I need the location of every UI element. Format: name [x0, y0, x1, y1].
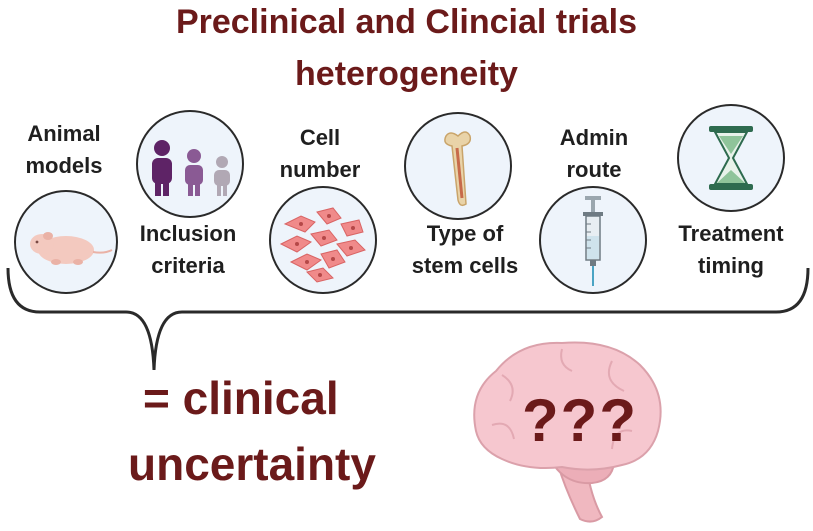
brain-icon: [473, 341, 662, 523]
factor-label-line-2: route: [566, 157, 622, 182]
people-icon: [136, 110, 244, 218]
factor-label-line-2: number: [279, 157, 361, 182]
mouse-icon: [14, 190, 118, 294]
factor-label-line-1: Admin: [559, 125, 629, 150]
title-line-2: heterogeneity: [295, 55, 518, 93]
factor-label-line-1: Treatment: [678, 221, 784, 246]
factor-label-line-1: Type of: [426, 221, 504, 246]
brain-question-marks: ???: [522, 387, 638, 454]
factor-label-line-2: criteria: [151, 253, 225, 278]
factor-type-of-stem-cells: Type of stem cells: [404, 218, 526, 282]
cells-icon: [269, 186, 377, 294]
factor-label-line-2: models: [25, 153, 103, 178]
factor-cell-number: Cell number: [268, 122, 372, 186]
result-line-1: = clinical: [143, 372, 339, 424]
factor-label-line-1: Animal: [27, 121, 101, 146]
title-line-1: Preclinical and Clincial trials: [175, 3, 638, 41]
factor-label-line-2: timing: [698, 253, 764, 278]
result-line-2: uncertainty: [128, 438, 376, 490]
factor-treatment-timing: Treatment timing: [668, 218, 794, 282]
factor-label-line-1: Cell: [299, 125, 341, 150]
factor-animal-models: Animal models: [14, 118, 114, 182]
factor-admin-route: Admin route: [548, 122, 640, 186]
bone-icon: [404, 112, 512, 220]
hourglass-icon: [677, 104, 785, 212]
factor-inclusion-criteria: Inclusion criteria: [130, 218, 246, 282]
factor-label-line-1: Inclusion: [139, 221, 237, 246]
syringe-icon: [539, 186, 647, 294]
factor-label-line-2: stem cells: [411, 253, 519, 278]
